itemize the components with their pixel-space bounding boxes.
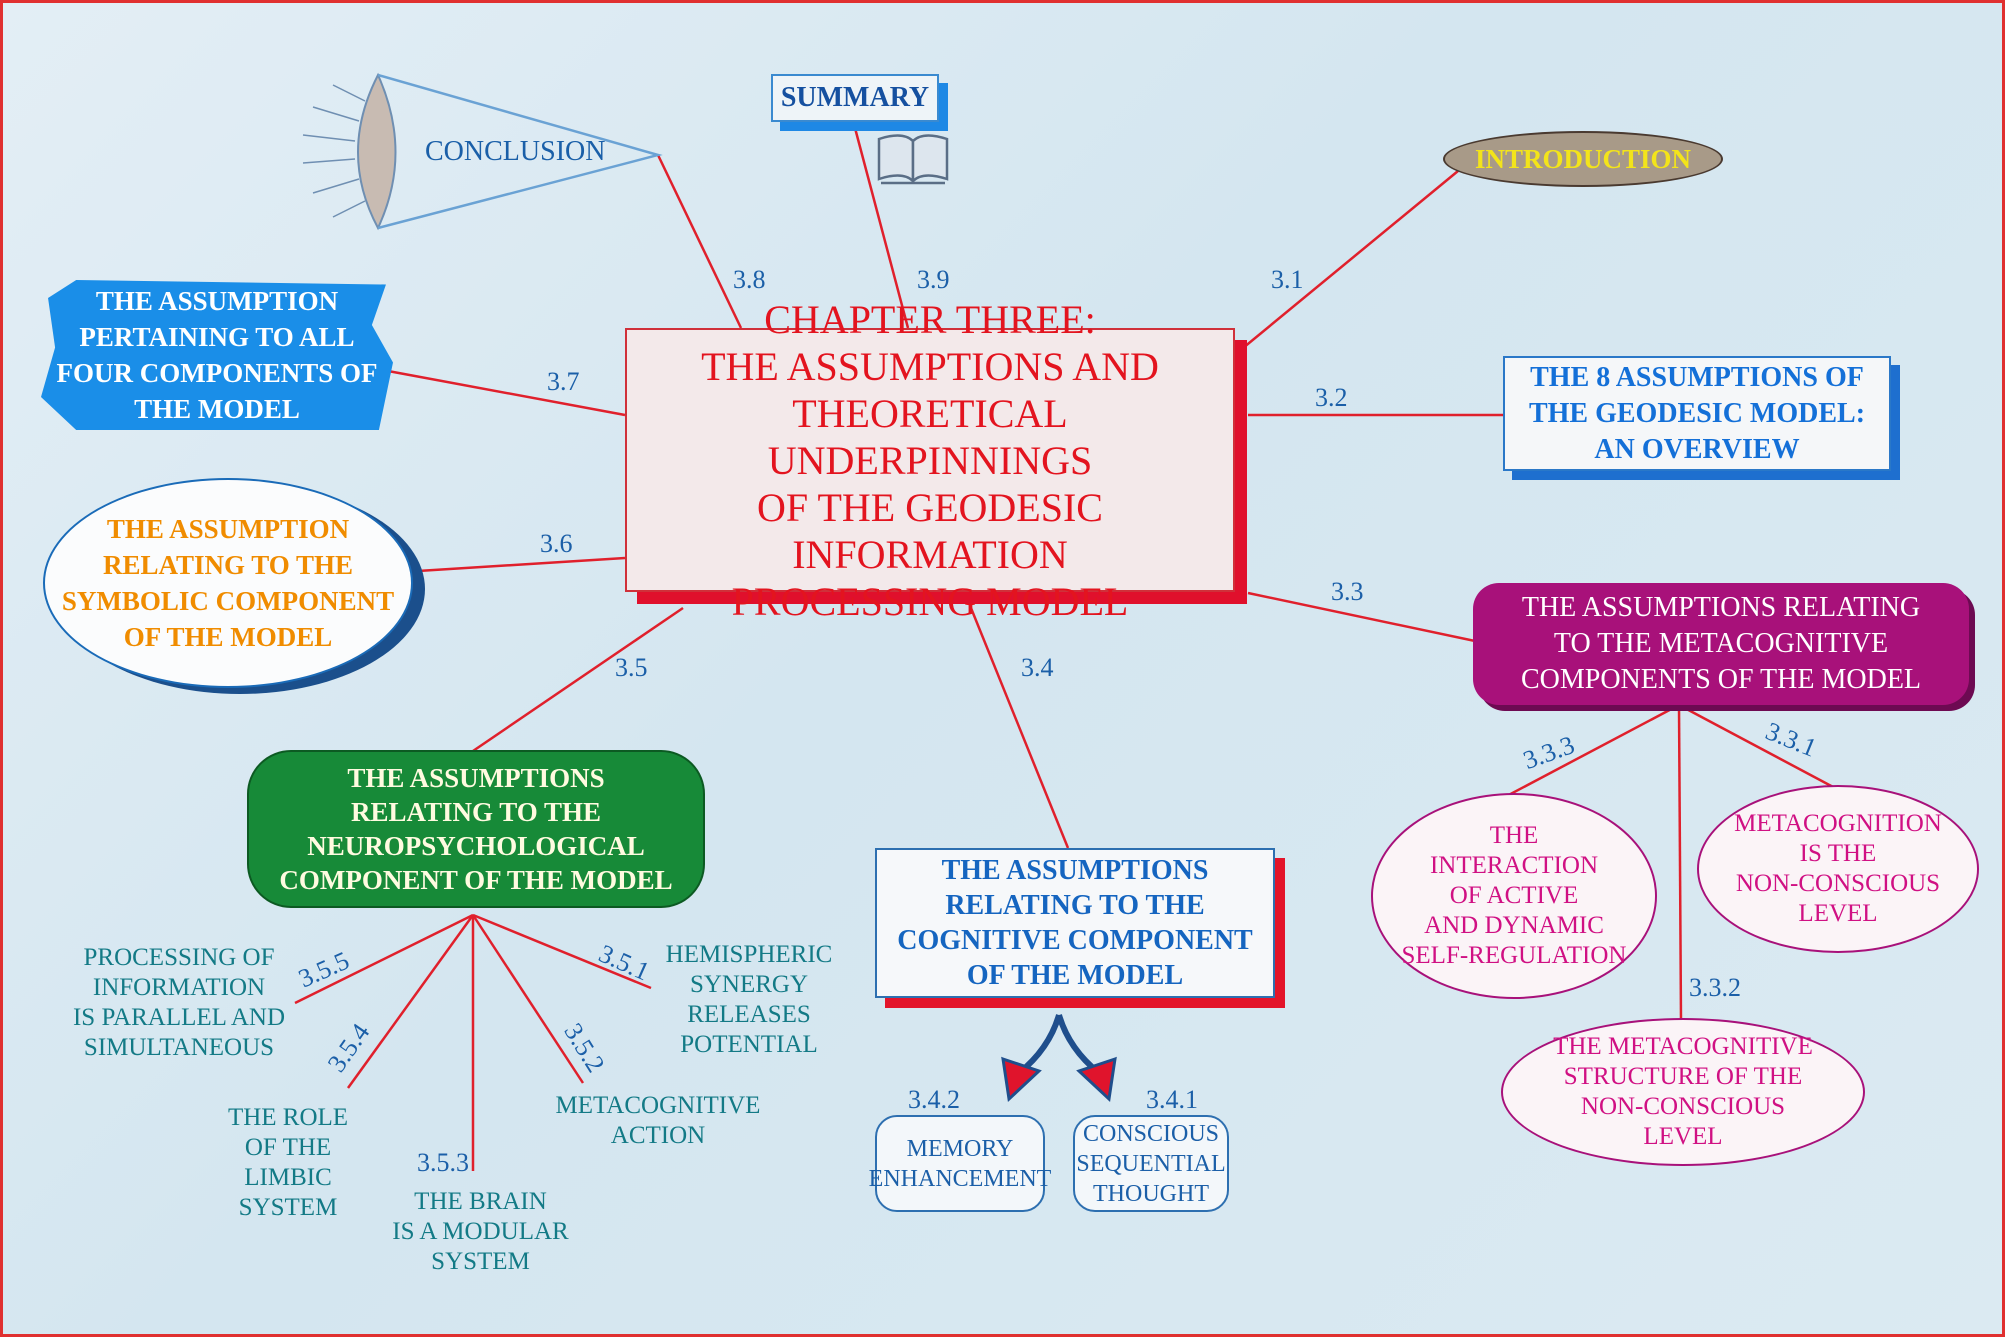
link-3-4 [969, 607, 1070, 849]
central-chapter-title: CHAPTER THREE: THE ASSUMPTIONS AND THEOR… [625, 297, 1235, 624]
label-3-5-3: 3.5.3 [417, 1148, 469, 1177]
metacognitive-action-node[interactable]: METACOGNITIVE ACTION [555, 1092, 761, 1149]
link-3-3-2 [1677, 704, 1683, 1022]
all-four-components-node[interactable]: THE ASSUMPTION PERTAINING TO ALL FOUR CO… [41, 280, 393, 430]
cognitive-component-node[interactable]: THE ASSUMPTIONS RELATING TO THE COGNITIV… [875, 848, 1275, 998]
book-icon [877, 134, 949, 185]
label-3-8: 3.8 [733, 265, 766, 294]
label-3-7: 3.7 [547, 367, 580, 396]
double-arrow-icon [1001, 1014, 1117, 1103]
limbic-system-node[interactable]: THE ROLE OF THE LIMBIC SYSTEM [227, 1104, 349, 1221]
self-regulation-node[interactable]: THE INTERACTION OF ACTIVE AND DYNAMIC SE… [1371, 793, 1657, 999]
label-3-3: 3.3 [1331, 577, 1364, 606]
link-3-3-3 [1502, 703, 1680, 800]
introduction-node[interactable]: INTRODUCTION [1443, 131, 1723, 187]
link-3-9 [853, 127, 910, 329]
link-3-3 [1247, 591, 1476, 643]
label-3-4-2: 3.4.2 [908, 1085, 960, 1114]
label-3-1: 3.1 [1271, 265, 1304, 294]
modular-brain-node[interactable]: THE BRAIN IS A MODULAR SYSTEM [392, 1188, 569, 1275]
conclusion-node[interactable]: CONCLUSION [425, 136, 606, 167]
link-3-5-1 [472, 913, 652, 990]
metacognitive-structure-node[interactable]: THE METACOGNITIVE STRUCTURE OF THE NON-C… [1501, 1018, 1865, 1166]
link-3-3-1 [1678, 703, 1836, 790]
label-3-5: 3.5 [615, 653, 648, 682]
label-3-4: 3.4 [1021, 653, 1054, 682]
link-3-7 [387, 369, 626, 417]
link-3-5-5 [294, 913, 474, 1005]
link-3-5-2 [471, 914, 585, 1084]
non-conscious-level-node[interactable]: METACOGNITION IS THE NON-CONSCIOUS LEVEL [1697, 785, 1979, 953]
metacognitive-assumptions-node[interactable]: THE ASSUMPTIONS RELATING TO THE METACOGN… [1473, 583, 1969, 705]
link-3-5-4 [346, 914, 475, 1089]
link-3-8 [656, 154, 743, 329]
link-3-5 [472, 606, 684, 753]
link-3-1 [1242, 170, 1459, 349]
summary-node[interactable]: SUMMARY [771, 74, 939, 122]
memory-enhancement-node[interactable]: MEMORY ENHANCEMENT [869, 1115, 1051, 1212]
label-3-6: 3.6 [540, 529, 573, 558]
hemispheric-synergy-node[interactable]: HEMISPHERIC SYNERGY RELEASES POTENTIAL [665, 941, 833, 1058]
neuropsychological-component-node[interactable]: THE ASSUMPTIONS RELATING TO THE NEUROPSY… [247, 750, 705, 908]
label-3-3-2: 3.3.2 [1689, 973, 1741, 1002]
link-3-6 [417, 556, 626, 573]
label-3-2: 3.2 [1315, 383, 1348, 412]
parallel-processing-node[interactable]: PROCESSING OF INFORMATION IS PARALLEL AN… [72, 944, 286, 1061]
label-3-9: 3.9 [917, 265, 950, 294]
lens-icon [302, 72, 663, 231]
overview-node[interactable]: THE 8 ASSUMPTIONS OF THE GEODESIC MODEL:… [1503, 356, 1891, 471]
conscious-thought-node[interactable]: CONSCIOUS SEQUENTIAL THOUGHT [1073, 1115, 1229, 1212]
label-3-4-1: 3.4.1 [1146, 1085, 1198, 1114]
connector-lines [294, 72, 1836, 1171]
symbolic-component-node[interactable]: THE ASSUMPTION RELATING TO THE SYMBOLIC … [43, 478, 413, 688]
